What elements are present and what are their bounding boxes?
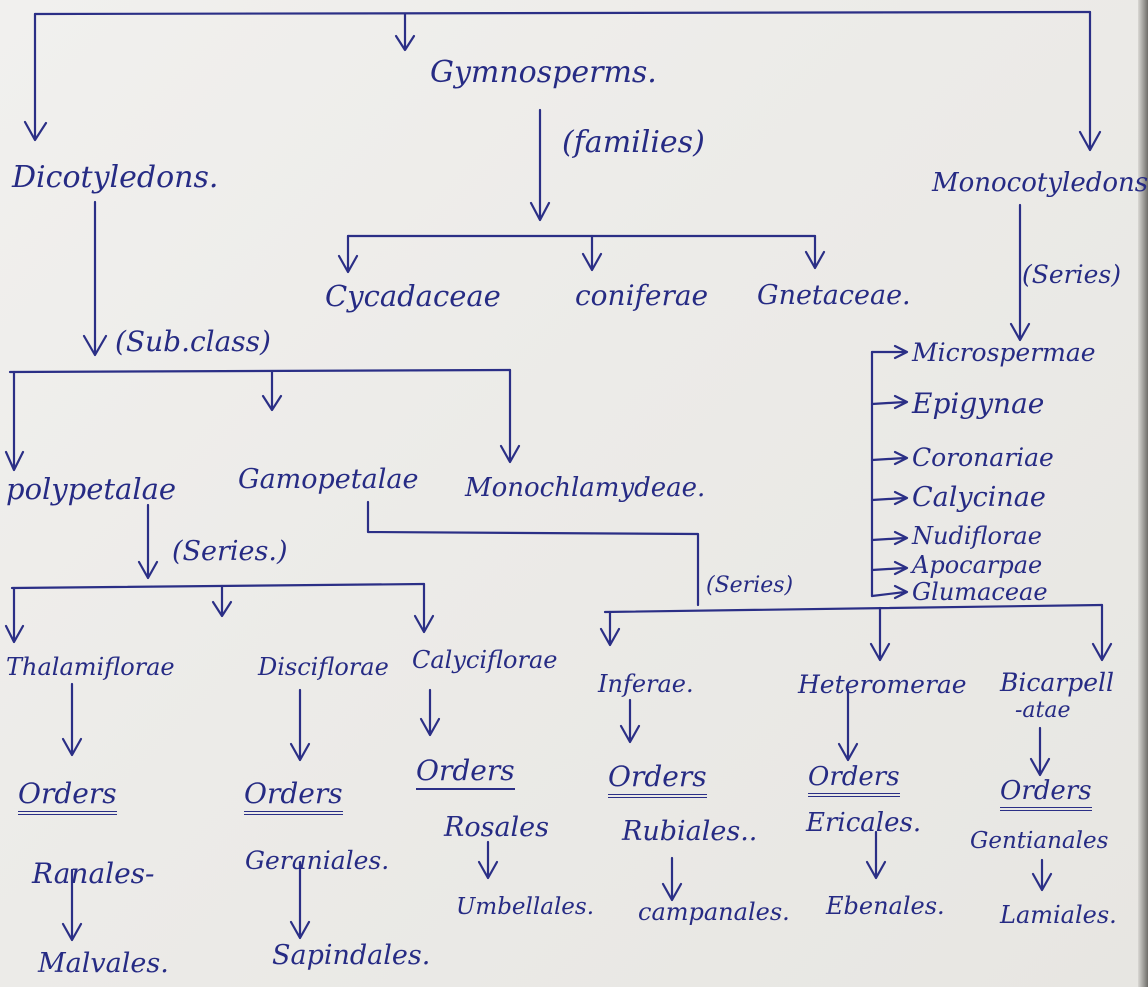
series-microspermae: Microspermae xyxy=(912,338,1096,367)
arrow-to-gymnosperms xyxy=(394,12,416,52)
subclass-note: (Sub.class) xyxy=(115,325,271,358)
order-campanales: campanales. xyxy=(638,898,790,926)
series-bicarpellatae-cont: -atae xyxy=(1015,698,1071,723)
arrow-thalamiflorae xyxy=(4,586,25,644)
arrow-epigynae xyxy=(870,394,909,410)
series-glumaceae: Glumaceae xyxy=(912,578,1048,606)
order-geraniales: Geraniales. xyxy=(245,846,390,875)
arrow-calycinae xyxy=(870,490,909,506)
orders-heading-thalamiflorae: Orders xyxy=(18,780,117,815)
arrow-coronariae xyxy=(870,450,909,466)
arrow-disci-orders xyxy=(289,688,311,762)
order-ebenales: Ebenales. xyxy=(826,892,945,920)
arrow-bicarp-orders xyxy=(1029,726,1051,777)
orders-heading-bicarpellatae: Orders xyxy=(1000,778,1092,811)
polypetalae-series-note: (Series.) xyxy=(172,536,288,567)
series-coronariae: Coronariae xyxy=(912,443,1054,472)
order-sapindales: Sapindales. xyxy=(272,940,431,971)
order-umbellales: Umbellales. xyxy=(456,894,595,920)
series-disciflorae: Disciflorae xyxy=(258,653,389,681)
arrow-gentianales-lamiales xyxy=(1031,858,1053,892)
family-coniferae: coniferae xyxy=(575,279,709,312)
series-bicarpellatae: Bicarpell xyxy=(1000,668,1115,697)
order-rubiales: Rubiales.. xyxy=(622,816,758,847)
arrow-disciflorae xyxy=(211,584,233,618)
series-inferae: Inferae. xyxy=(598,670,694,698)
arrow-to-dicotyledons xyxy=(23,12,48,142)
series-calycinae: Calycinae xyxy=(912,482,1046,513)
series-epigynae: Epigynae xyxy=(912,387,1045,420)
arrow-gnetaceae xyxy=(804,234,826,270)
series-thalamiflorae: Thalamiflorae xyxy=(6,653,175,681)
arrow-calyci-orders xyxy=(419,688,441,737)
arrow-gamopetalae xyxy=(261,370,283,412)
order-malvales: Malvales. xyxy=(38,948,169,979)
arrow-cycadaceae xyxy=(337,234,359,274)
arrow-rubiales-campanales xyxy=(661,856,683,902)
arrow-ericales-ebenales xyxy=(865,830,887,880)
gamopetalae-series-note: (Series) xyxy=(706,573,794,598)
dicotyledons-label: Dicotyledons. xyxy=(12,160,219,195)
arrow-glumaceae xyxy=(870,584,909,600)
arrow-geraniales-sapindales xyxy=(289,860,311,940)
arrow-apocarpae xyxy=(870,560,909,576)
arrow-rosales-umbellales xyxy=(477,840,499,880)
arrow-ranales-malvales xyxy=(61,868,83,942)
arrow-to-monocotyledons xyxy=(1078,10,1102,152)
order-ranales: Ranales- xyxy=(32,857,155,890)
subclass-polypetalae: polypetalae xyxy=(6,472,177,506)
order-rosales: Rosales xyxy=(444,812,550,843)
families-note: (families) xyxy=(562,125,705,160)
series-heteromerae: Heteromerae xyxy=(798,670,967,699)
arrow-calyciflorae xyxy=(413,582,435,634)
order-lamiales: Lamiales. xyxy=(1000,901,1117,929)
gymno-down-arrow xyxy=(529,108,551,222)
arrow-coniferae xyxy=(581,234,603,272)
series-apocarpae: Apocarpae xyxy=(912,551,1043,579)
arrow-hetero-orders xyxy=(837,688,859,762)
orders-heading-calyciflorae: Orders xyxy=(416,757,515,790)
monocot-down-arrow xyxy=(1009,203,1031,342)
subclass-monochlamydeae: Monochlamydeae. xyxy=(465,473,706,503)
family-gnetaceae: Gnetaceae. xyxy=(757,280,911,311)
order-ericales: Ericales. xyxy=(806,808,922,838)
orders-heading-disciflorae: Orders xyxy=(244,780,343,815)
arrow-monochlamydeae xyxy=(499,368,521,464)
monocot-series-note: (Series) xyxy=(1022,260,1121,289)
arrow-microspermae xyxy=(870,344,909,360)
family-cycadaceae: Cycadaceae xyxy=(325,279,501,313)
polypetalae-series-bar xyxy=(10,582,426,590)
arrow-polypetalae xyxy=(4,370,25,472)
arrow-heteromerae xyxy=(869,606,891,662)
order-gentianales: Gentianales xyxy=(970,828,1109,854)
gamopetalae-series-bar xyxy=(603,603,1104,614)
orders-heading-heteromerae: Orders xyxy=(808,764,900,797)
series-calyciflorae: Calyciflorae xyxy=(412,646,558,674)
arrow-inferae xyxy=(599,610,621,647)
subclass-bar xyxy=(8,368,512,374)
arrow-nudiflorae xyxy=(870,530,909,546)
dicot-down-arrow xyxy=(82,200,108,357)
subclass-gamopetalae: Gamopetalae xyxy=(238,464,419,495)
arrow-thalami-orders xyxy=(61,682,83,757)
gamopetalae-connector xyxy=(366,500,700,607)
gymnosperms-label: Gymnosperms. xyxy=(430,55,657,90)
top-bar-line xyxy=(33,10,1092,16)
page-edge xyxy=(1138,0,1148,987)
polypetalae-down-arrow xyxy=(137,503,159,580)
arrow-inferae-orders xyxy=(619,698,641,744)
monocotyledons-label: Monocotyledons xyxy=(932,168,1148,198)
arrow-bicarpellatae xyxy=(1091,603,1113,662)
orders-heading-inferae: Orders xyxy=(608,763,707,798)
series-nudiflorae: Nudiflorae xyxy=(912,522,1042,550)
